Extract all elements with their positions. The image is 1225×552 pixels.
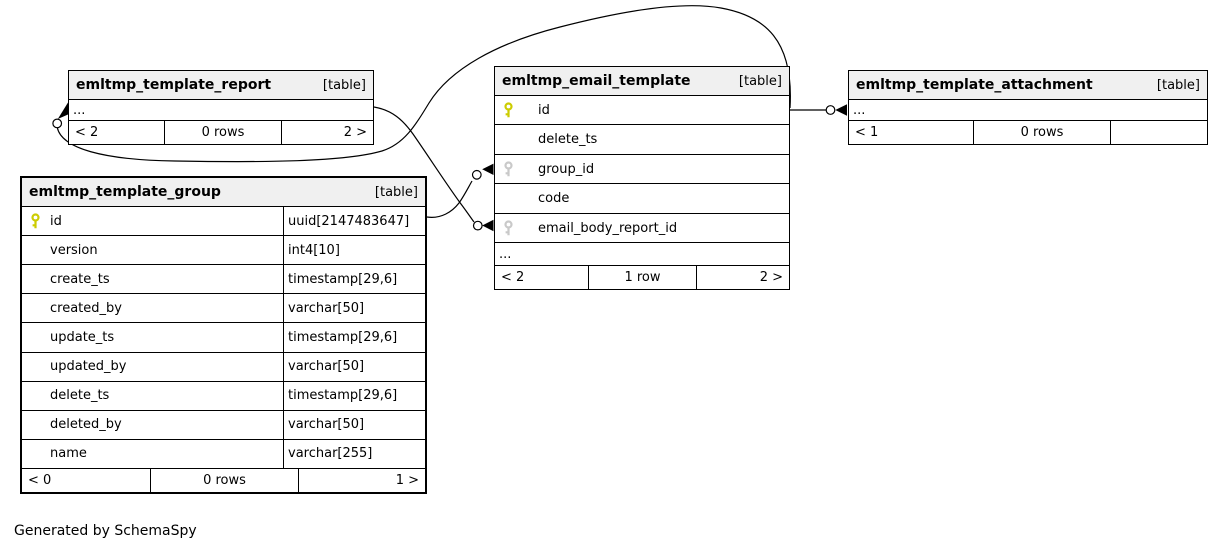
table-title[interactable]: emltmp_template_attachment (856, 77, 1093, 93)
column-row-updated_by[interactable]: updated_by varchar[50] (22, 351, 425, 381)
column-name: created_by (50, 300, 122, 316)
column-name: updated_by (50, 359, 127, 375)
collapsed-columns-row[interactable]: ... (495, 242, 789, 265)
table-type-badge: [table] (1156, 77, 1200, 93)
prev-degrees-link[interactable]: < 0 (28, 473, 52, 488)
primary-key-icon (22, 212, 48, 230)
next-degrees-link[interactable]: 2 > (343, 125, 367, 140)
prev-degrees-link[interactable]: < 1 (855, 125, 879, 140)
column-name: code (538, 191, 570, 207)
primary-key-icon (495, 102, 521, 119)
table-header: emltmp_template_group [table] (22, 178, 425, 207)
column-name: update_ts (50, 329, 115, 345)
table-footer: < 1 0 rows (849, 120, 1207, 144)
column-row-update_ts[interactable]: update_ts timestamp[29,6] (22, 322, 425, 352)
prev-degrees-link[interactable]: < 2 (75, 125, 99, 140)
column-name: deleted_by (50, 417, 122, 433)
schemaspy-credit: Generated by SchemaSpy (14, 523, 197, 539)
table-emltmp-template-group: emltmp_template_group [table] id uuid[214… (20, 176, 427, 494)
table-title[interactable]: emltmp_template_group (29, 184, 221, 200)
table-emltmp-template-attachment: emltmp_template_attachment [table] ... <… (848, 70, 1208, 145)
column-row-id[interactable]: id uuid[2147483647] (22, 207, 425, 236)
row-count: 0 rows (973, 121, 1111, 144)
column-name: version (50, 242, 98, 258)
collapsed-columns-row[interactable]: ... (69, 100, 373, 120)
foreign-key-icon (495, 161, 521, 178)
odot-report-end (52, 118, 63, 129)
crowfoot-attachment-end (835, 104, 847, 116)
column-type: int4[10] (283, 236, 425, 265)
table-type-badge: [table] (374, 184, 418, 200)
column-row-delete_ts[interactable]: delete_ts (495, 124, 789, 153)
column-name: delete_ts (50, 388, 110, 404)
crowfoot-report-end (57, 102, 68, 119)
column-row-email_body_report_id[interactable]: email_body_report_id (495, 212, 789, 242)
column-name: id (538, 102, 550, 118)
next-degrees-link[interactable] (1111, 121, 1207, 144)
table-rows: ... (849, 100, 1207, 120)
collapsed-columns-row[interactable]: ... (849, 100, 1207, 120)
table-title[interactable]: emltmp_email_template (502, 73, 691, 89)
column-type: timestamp[29,6] (283, 265, 425, 294)
table-footer: < 0 0 rows 1 > (22, 468, 425, 492)
table-header: emltmp_email_template [table] (495, 67, 789, 96)
column-type: timestamp[29,6] (283, 323, 425, 352)
collapsed-columns-ellipsis: ... (499, 246, 512, 262)
odot-group-id-end (471, 169, 482, 180)
collapsed-columns-ellipsis: ... (73, 102, 86, 118)
row-count: 1 row (588, 266, 697, 289)
column-row-delete_ts[interactable]: delete_ts timestamp[29,6] (22, 380, 425, 410)
column-row-version[interactable]: version int4[10] (22, 235, 425, 265)
table-footer: < 2 0 rows 2 > (69, 120, 373, 144)
column-row-deleted_by[interactable]: deleted_by varchar[50] (22, 409, 425, 439)
column-type: varchar[50] (283, 294, 425, 323)
column-name: id (50, 213, 62, 229)
row-count: 0 rows (150, 469, 299, 492)
column-type: uuid[2147483647] (283, 207, 425, 236)
crowfoot-email-body-report-end (482, 219, 494, 232)
column-name: email_body_report_id (538, 220, 678, 236)
table-type-badge: [table] (738, 73, 782, 89)
prev-degrees-link[interactable]: < 2 (501, 270, 525, 285)
column-row-name[interactable]: name varchar[255] (22, 438, 425, 468)
collapsed-columns-ellipsis: ... (853, 102, 866, 118)
next-degrees-link[interactable]: 1 > (395, 473, 419, 488)
column-type: varchar[50] (283, 410, 425, 439)
table-header: emltmp_template_attachment [table] (849, 71, 1207, 100)
column-type: varchar[255] (283, 439, 425, 468)
column-name: name (50, 446, 87, 462)
column-row-created_by[interactable]: created_by varchar[50] (22, 293, 425, 323)
edge-group-id-to-group (426, 180, 473, 218)
column-row-group_id[interactable]: group_id (495, 153, 789, 183)
column-row-code[interactable]: code (495, 183, 789, 212)
column-row-create_ts[interactable]: create_ts timestamp[29,6] (22, 264, 425, 294)
column-type: varchar[50] (283, 352, 425, 381)
column-name: group_id (538, 161, 595, 177)
table-emltmp-email-template: emltmp_email_template [table] id delete_t… (494, 66, 790, 290)
column-name: create_ts (50, 271, 110, 287)
table-type-badge: [table] (322, 77, 366, 93)
column-name: delete_ts (538, 132, 598, 148)
table-header: emltmp_template_report [table] (69, 71, 373, 100)
table-title[interactable]: emltmp_template_report (76, 77, 272, 93)
odot-attachment-end (825, 105, 836, 115)
crowfoot-group-id-end (482, 163, 494, 175)
table-footer: < 2 1 row 2 > (495, 265, 789, 289)
odot-email-body-report-end (472, 220, 483, 231)
foreign-key-icon (495, 220, 521, 237)
column-type: timestamp[29,6] (283, 381, 425, 410)
next-degrees-link[interactable]: 2 > (759, 270, 783, 285)
row-count: 0 rows (164, 121, 282, 144)
table-emltmp-template-report: emltmp_template_report [table] ... < 2 0… (68, 70, 374, 145)
table-rows: ... (69, 100, 373, 120)
column-row-id[interactable]: id (495, 96, 789, 124)
